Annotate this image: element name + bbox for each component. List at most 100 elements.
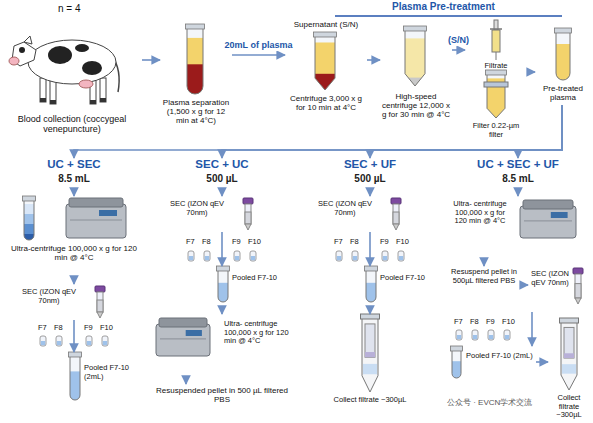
fraction-number: F8: [54, 324, 63, 333]
process-step: SEC (IZON qEV 70nm): [168, 196, 278, 232]
step-text: Pooled F7-10: [380, 274, 440, 283]
process-step: Collect filtrate ~300µL: [548, 318, 590, 422]
step-text: Pooled F7-10 (2mL): [84, 364, 144, 381]
process-step: Plasma separation (1,500 x g for 12 min …: [160, 24, 232, 128]
cow-body: [28, 40, 116, 84]
input-volume: 8.5 mL: [20, 173, 128, 185]
fraction-liquid: [473, 335, 477, 339]
fraction-liquid: [87, 341, 91, 345]
fraction-liquid: [353, 256, 357, 260]
method-header: SEC + UF500 µL: [316, 158, 424, 188]
edge-label: 20mL of plasma: [223, 41, 295, 51]
centrifuge-lid: [69, 198, 123, 207]
fraction-tube: [472, 330, 478, 340]
ultrafiltration-device: [560, 318, 579, 390]
cow-leg: [50, 80, 56, 104]
step-text: Ultra- centrifuge 100,000 x g for 120 mi…: [224, 320, 292, 346]
centrifuge-lid: [523, 200, 573, 209]
fraction-tube-body: [234, 251, 240, 261]
column-tip: [393, 224, 399, 230]
flow-arrow: [369, 232, 371, 266]
tube-outline: [487, 74, 505, 118]
column-resin: [393, 212, 399, 224]
flow-arrow: [221, 188, 223, 196]
process-step: Pre-treated plasma: [535, 28, 591, 105]
column-resin: [575, 284, 581, 298]
sample-size: n = 4: [58, 3, 81, 15]
uf-outer-tube: [362, 318, 378, 392]
process-step: SEC (IZON qEV 70nm): [316, 196, 426, 232]
process-step: Ultra-centrifuge 100,000 x g for 120 min…: [4, 196, 144, 276]
flow-arrow: [185, 376, 187, 384]
step-text: Supernatant (S/N): [285, 20, 367, 29]
process-step: Blood collection (coccygeal venepuncture…: [2, 18, 142, 137]
method-title: UC + SEC: [20, 158, 128, 171]
input-volume: 500 µL: [168, 173, 276, 185]
process-step: Ultra- centrifuge 100,000 x g for 120 mi…: [152, 314, 292, 376]
syringe-tip: [496, 52, 497, 60]
ultrafiltration-device: [361, 314, 380, 392]
fraction-tube: [382, 251, 388, 261]
step-text: Filter 0.22-µm filter: [465, 122, 527, 139]
flow-arrow: [536, 361, 548, 363]
fraction-number: F7: [38, 324, 47, 333]
fraction-number: F9: [380, 238, 389, 247]
step-text: Ultra- centrifuge 100,000 x g for 120 mi…: [448, 200, 512, 226]
column-cap: [95, 286, 105, 292]
uf-filter-insert: [365, 324, 375, 357]
tube-outline: [452, 350, 461, 378]
pooled-tube: [365, 266, 378, 315]
step-text: Ultra-centrifuge 100,000 x g for 120 min…: [4, 244, 144, 262]
flow-arrow: [483, 258, 485, 266]
flow-arrow: [452, 49, 465, 51]
gradient-tube: [23, 196, 36, 274]
tube-outline: [366, 270, 376, 302]
method-title: SEC + UC: [168, 158, 276, 171]
ultracentrifuge-icon: [66, 198, 126, 238]
fraction-tube: [204, 251, 210, 261]
fraction-number: F7: [454, 318, 463, 327]
conical-tube: [314, 32, 337, 128]
process-step: Pooled F7-10 (2mL): [448, 346, 536, 380]
fraction-liquid: [383, 256, 387, 260]
flow-arrow: [73, 320, 75, 352]
fraction-tube-body: [56, 336, 62, 346]
fraction-tube-body: [250, 251, 256, 261]
column-tip: [575, 298, 581, 304]
fraction-tube-body: [188, 251, 194, 261]
centrifuge-body: [66, 204, 126, 238]
cow-hoof: [90, 100, 96, 104]
fraction-tube: [352, 251, 358, 261]
centrifuge-body: [156, 324, 210, 356]
uf-filter-insert: [564, 327, 574, 358]
column-cap: [573, 268, 583, 274]
sec-column-icon: [391, 198, 401, 230]
tube-outline: [218, 270, 228, 302]
fraction-tube-body: [102, 336, 108, 346]
fraction-liquid: [337, 256, 341, 260]
fraction-liquid: [457, 335, 461, 339]
fraction-tube: [336, 251, 342, 261]
fraction-tube: [488, 330, 494, 340]
tube-outline: [70, 356, 80, 400]
process-step: Supernatant (S/N)Centrifuge 3,000 x g fo…: [285, 20, 367, 115]
tube-outline: [187, 28, 203, 94]
fraction-number: F10: [248, 238, 261, 247]
fraction-tube: [102, 336, 108, 346]
fraction-number: F7: [334, 238, 343, 247]
centrifuge-seam: [70, 220, 122, 221]
fraction-liquid: [41, 341, 45, 345]
step-text: Pre-treated plasma: [535, 84, 591, 102]
process-step: Ultra- centrifuge 100,000 x g for 120 mi…: [448, 196, 588, 258]
centrifuge-display: [99, 210, 117, 216]
column-cap: [391, 198, 401, 204]
flow-arrow: [142, 59, 160, 61]
fraction-tube: [250, 251, 256, 261]
fraction-liquid: [189, 256, 193, 260]
flow-arrow: [517, 188, 519, 196]
column-body: [245, 204, 251, 224]
fraction-number: F8: [350, 238, 359, 247]
cow-illustration: [9, 36, 119, 104]
cow-hoof: [100, 98, 106, 102]
fraction-tube: [398, 251, 404, 261]
